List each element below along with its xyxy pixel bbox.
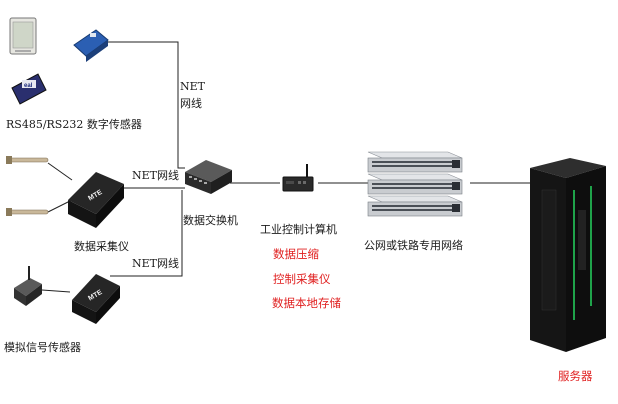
digital-sensor-device: eal	[11, 73, 47, 105]
function-label-control: 控制采集仪	[273, 272, 331, 286]
network-switch-device	[185, 160, 232, 194]
net-top-label-line1: NET	[180, 80, 205, 93]
rtd-probe-lower	[6, 208, 49, 216]
rtd-probe-upper	[6, 156, 49, 164]
function-label-storage: 数据本地存储	[272, 296, 341, 310]
serial-converter-device	[73, 29, 109, 62]
public-network-label: 公网或铁路专用网络	[364, 239, 463, 252]
server-device	[530, 158, 606, 352]
touch-panel-device	[9, 17, 37, 55]
line-digital-sensor-to-switch	[100, 41, 185, 169]
line-lower-collector-to-switch	[110, 190, 183, 277]
data-switch-label: 数据交换机	[183, 214, 238, 227]
line-rtd-upper	[47, 162, 73, 181]
connection-lines	[41, 41, 530, 293]
core-switch-stack	[367, 151, 463, 217]
industrial-pc-label: 工业控制计算机	[260, 223, 337, 236]
server-label: 服务器	[558, 369, 593, 383]
net-cable-lower-label: NET网线	[132, 257, 179, 270]
net-cable-upper-label: NET网线	[132, 169, 179, 182]
data-collector-upper: MTE	[68, 172, 124, 228]
data-collector-label: 数据采集仪	[74, 240, 129, 253]
data-collector-lower: MTE	[72, 274, 120, 324]
svg-text:eal: eal	[24, 83, 33, 89]
analog-sensor-label: 模拟信号传感器	[4, 341, 81, 354]
industrial-pc-device	[282, 164, 314, 192]
digital-sensor-label: RS485/RS232 数字传感器	[6, 118, 142, 131]
net-top-label-line2: 网线	[180, 97, 202, 110]
analog-sensor-device	[14, 266, 42, 306]
function-label-compress: 数据压缩	[273, 247, 319, 261]
line-analog-sensor	[41, 289, 71, 293]
